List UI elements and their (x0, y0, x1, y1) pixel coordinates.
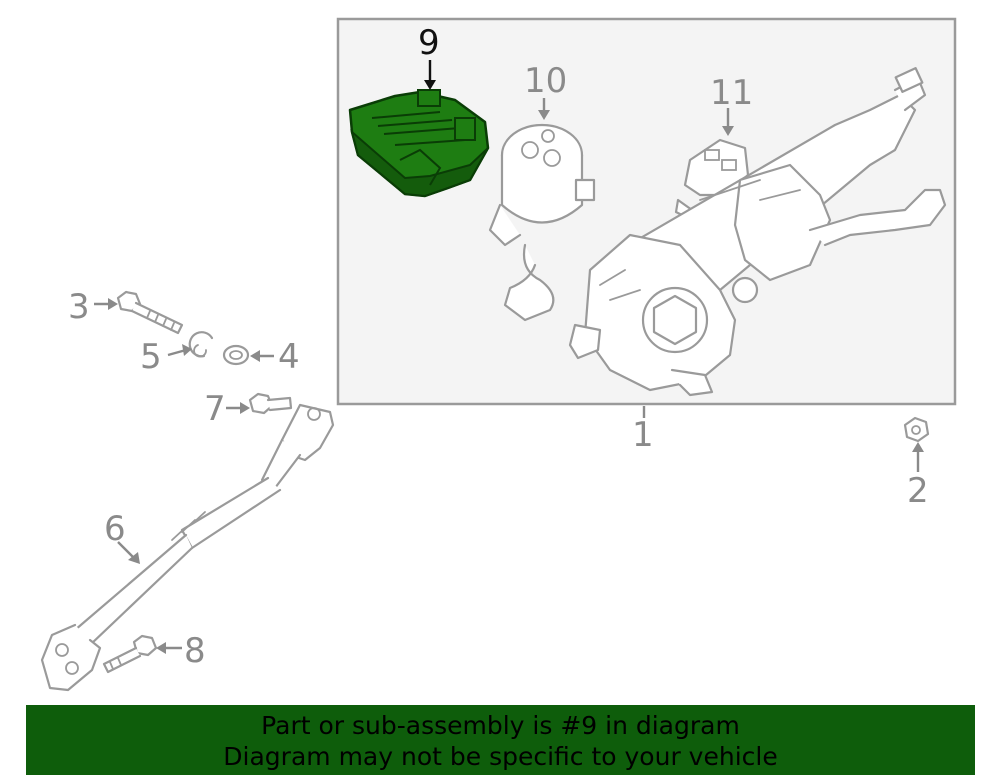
callout-4: 4 (278, 337, 300, 377)
banner-line-1: Part or sub-assembly is #9 in diagram (261, 711, 740, 740)
callout-8: 8 (184, 631, 206, 671)
callout-1: 1 (632, 415, 654, 455)
part-8-bolt[interactable] (102, 634, 158, 674)
callout-6: 6 (104, 509, 126, 549)
banner-line-2: Diagram may not be specific to your vehi… (223, 742, 778, 771)
callout-3: 3 (68, 287, 90, 327)
callout-10: 10 (524, 61, 567, 101)
part-7-bolt[interactable] (248, 392, 293, 415)
part-3-bolt[interactable] (116, 290, 184, 335)
part-1-steering-column[interactable] (568, 67, 947, 397)
callout-9: 9 (418, 23, 440, 63)
callout-7: 7 (204, 389, 226, 429)
part-2-nut[interactable] (903, 416, 930, 443)
part-4-washer[interactable] (222, 344, 250, 366)
info-banner: Part or sub-assembly is #9 in diagram Di… (26, 705, 975, 775)
callout-2: 2 (907, 471, 929, 511)
parts-diagram: 9 10 11 1 2 3 5 4 7 6 8 (40, 17, 957, 692)
callout-5: 5 (140, 337, 162, 377)
part-10-clock-spring[interactable] (488, 123, 596, 322)
leader-arrows (94, 60, 924, 654)
part-5-clip[interactable] (188, 331, 214, 358)
part-9-control-module[interactable] (348, 89, 490, 198)
callout-11: 11 (710, 73, 753, 113)
part-6-intermediate-shaft[interactable] (40, 403, 335, 692)
